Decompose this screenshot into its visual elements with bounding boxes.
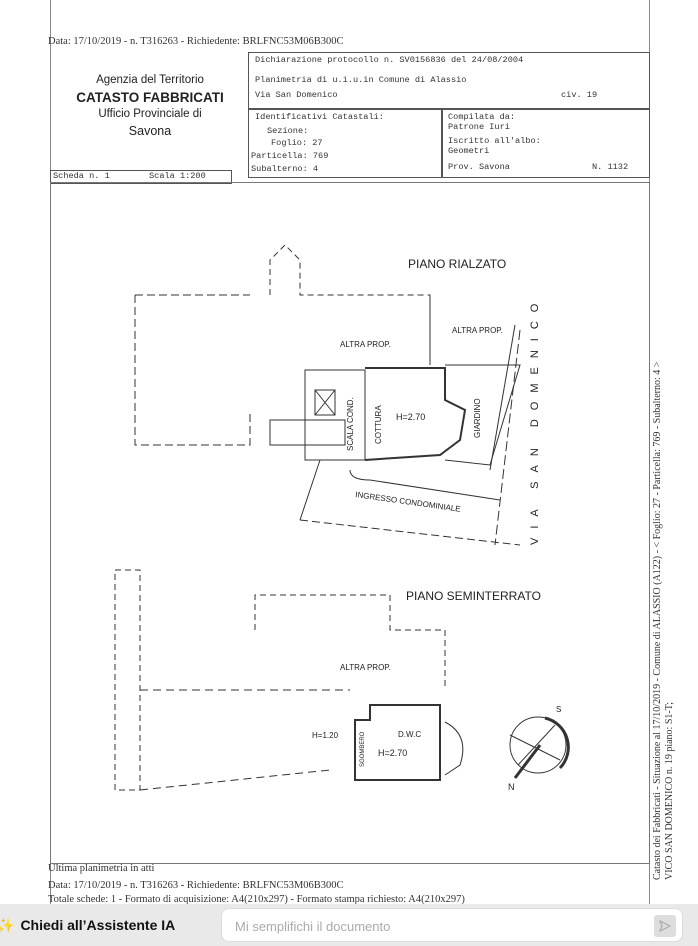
- declaration-box: Dichiarazione protocollo n. SV0156836 de…: [248, 52, 650, 110]
- identifiers-title: Identificativi Catastali:: [255, 112, 384, 122]
- street: Via San Domenico: [255, 90, 338, 100]
- particella: Particella: 769: [251, 151, 329, 161]
- dwc-label: D.W.C: [398, 730, 421, 739]
- footer-data: Data: 17/10/2019 - n. T316263 - Richiede…: [48, 880, 344, 891]
- side-text-line2: VICO SAN DOMENICO n. 19 piano: S1-T;: [664, 701, 675, 880]
- sgombero-label: SGOMBERO: [360, 731, 366, 767]
- sezione: Sezione:: [267, 126, 309, 136]
- assistant-bar: ✨ Chiedi all’Assistente IA: [0, 904, 698, 946]
- compiler-number: N. 1132: [592, 162, 629, 172]
- office-block: Agenzia del Territorio CATASTO FABBRICAT…: [60, 72, 240, 140]
- height-sgombero: H=1.20: [312, 731, 339, 740]
- albo: Iscritto all'albo: Geometri: [448, 136, 541, 156]
- assistant-input[interactable]: [222, 909, 647, 943]
- compiler-box: Compilata da: Patrone Iuri Iscritto all'…: [441, 108, 650, 178]
- side-text: Catasto dei Fabbricati - Situazione al 1…: [652, 362, 676, 880]
- compiler-name: Patrone Iuri: [448, 122, 510, 132]
- floor-label-rialzato: PIANO RIALZATO: [408, 257, 506, 271]
- giardino-label: GIARDINO: [473, 398, 482, 438]
- footer-last: Ultima planimetria in atti: [48, 863, 155, 874]
- height-seminterrato: H=2.70: [378, 748, 407, 758]
- scheda-box: Scheda n. 1 Scala 1:200: [50, 170, 232, 184]
- office-line: Ufficio Provinciale di: [98, 108, 202, 120]
- altra-prop-3: ALTRA PROP.: [340, 663, 391, 672]
- height-rialzato: H=2.70: [396, 412, 425, 422]
- compass-south: S: [556, 705, 561, 714]
- plan-lines: [114, 244, 570, 791]
- altra-prop-2: ALTRA PROP.: [452, 326, 503, 335]
- ai-sparkle-icon: ✨: [0, 916, 15, 933]
- cottura-label: COTTURA: [374, 405, 383, 444]
- agency: Agenzia del Territorio: [96, 74, 204, 86]
- ask-assistant-label: Chiedi all’Assistente IA: [20, 917, 176, 933]
- footer-totals: Totale schede: 1 - Formato di acquisizio…: [48, 894, 465, 905]
- scheda-scale: Scala 1:200: [149, 171, 206, 181]
- subalterno: Subalterno: 4: [251, 164, 319, 174]
- albo-value: Geometri: [448, 146, 490, 156]
- compiler: Compilata da: Patrone Iuri: [448, 112, 515, 132]
- floor-label-seminterrato: PIANO SEMINTERRATO: [406, 589, 541, 603]
- header-line: Data: 17/10/2019 - n. T316263 - Richiede…: [48, 36, 344, 47]
- side-text-line1: Catasto dei Fabbricati - Situazione al 1…: [652, 361, 663, 880]
- protocol: Dichiarazione protocollo n. SV0156836 de…: [255, 55, 524, 65]
- send-icon: [659, 920, 671, 932]
- assistant-input-box: [221, 908, 683, 943]
- compiler-prov: Prov. Savona: [448, 162, 510, 172]
- office-city: Savona: [128, 124, 172, 138]
- compass-north: N: [508, 782, 515, 792]
- street-label-vertical: VIA SAN DOMENICO: [529, 295, 541, 545]
- scala-cond-label: SCALA COND.: [346, 397, 355, 451]
- foglio: Foglio: 27: [271, 138, 323, 148]
- catasto-title: CATASTO FABBRICATI: [76, 90, 224, 105]
- identifiers-box: Identificativi Catastali: Sezione: Fogli…: [248, 108, 443, 178]
- compiler-label: Compilata da:: [448, 112, 516, 122]
- ingresso-label: INGRESSO CONDOMINIALE: [355, 490, 461, 514]
- send-button[interactable]: [654, 915, 676, 937]
- plan-frame: [50, 182, 650, 864]
- scheda-number: Scheda n. 1: [53, 171, 110, 181]
- ask-assistant-button[interactable]: ✨ Chiedi all’Assistente IA: [0, 904, 175, 946]
- albo-label: Iscritto all'albo:: [448, 136, 541, 146]
- altra-prop-1: ALTRA PROP.: [340, 340, 391, 349]
- floor-plan-drawing: PIANO RIALZATO PIANO SEMINTERRATO ALTRA …: [114, 244, 570, 792]
- planimetry: Planimetria di u.i.u.in Comune di Alassi…: [255, 75, 467, 85]
- civic: civ. 19: [561, 90, 598, 100]
